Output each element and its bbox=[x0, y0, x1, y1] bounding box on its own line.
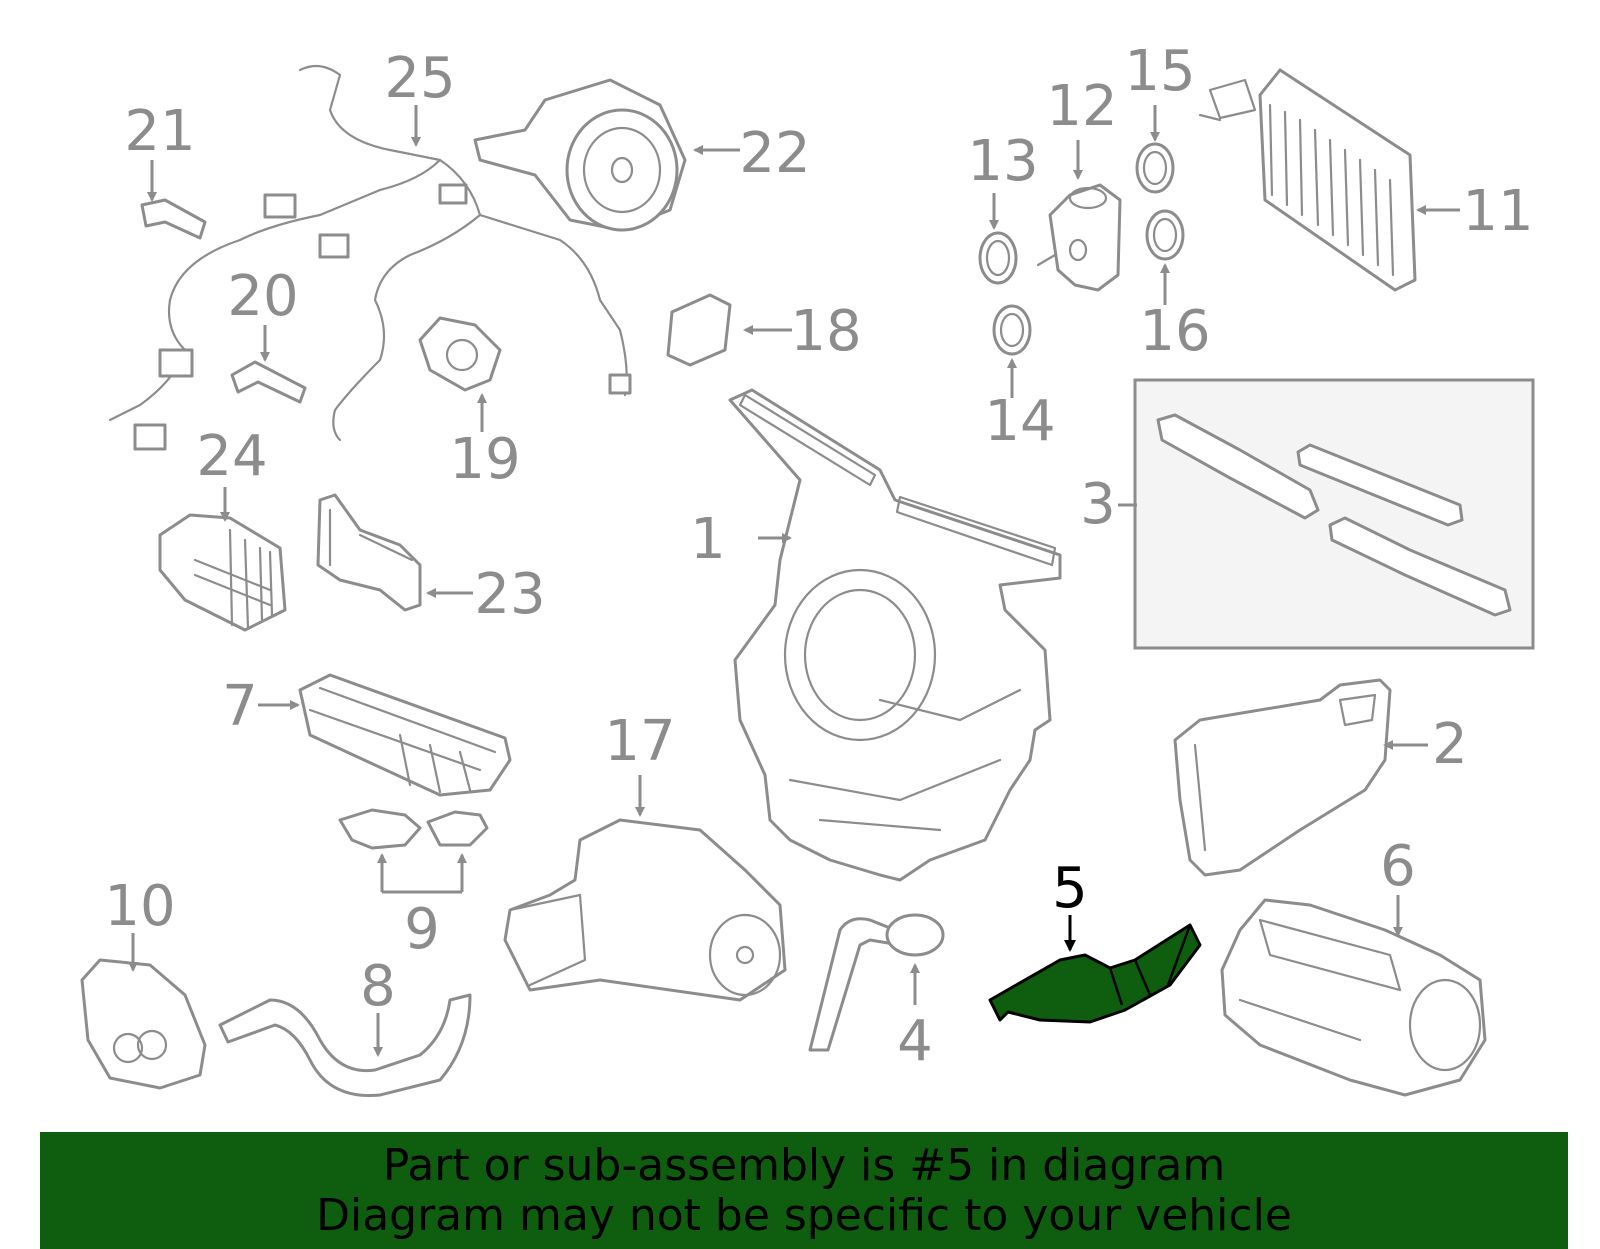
callout-19: 19 bbox=[449, 427, 520, 492]
banner-line-2: Diagram may not be specific to your vehi… bbox=[316, 1189, 1292, 1241]
callout-18: 18 bbox=[790, 299, 861, 364]
part-3-seal-kit[interactable] bbox=[1133, 378, 1535, 650]
callout-12: 12 bbox=[1046, 74, 1117, 139]
part-21-clip[interactable] bbox=[140, 198, 207, 240]
callout-2: 2 bbox=[1432, 712, 1468, 777]
callout-16: 16 bbox=[1139, 299, 1210, 364]
callout-4: 4 bbox=[897, 1009, 933, 1074]
callout-13: 13 bbox=[967, 129, 1038, 194]
callout-1: 1 bbox=[690, 507, 726, 572]
part-17-housing[interactable] bbox=[503, 818, 787, 1002]
part-19-connector[interactable] bbox=[418, 316, 502, 392]
callout-17: 17 bbox=[604, 709, 675, 774]
part-15-seal[interactable] bbox=[1135, 142, 1175, 194]
callout-3: 3 bbox=[1080, 472, 1116, 537]
part-1-hvac-case[interactable] bbox=[728, 388, 1062, 882]
callout-10: 10 bbox=[104, 874, 175, 939]
info-banner: Part or sub-assembly is #5 in diagram Di… bbox=[40, 1132, 1568, 1249]
part-4-drain[interactable] bbox=[808, 913, 945, 1052]
callout-leaders bbox=[128, 105, 1460, 1057]
callout-24: 24 bbox=[196, 424, 267, 489]
part-12-expansion-valve[interactable] bbox=[1036, 183, 1122, 292]
part-11-evaporator[interactable] bbox=[1198, 68, 1417, 292]
callout-7: 7 bbox=[222, 674, 258, 739]
part-20-clip[interactable] bbox=[230, 360, 307, 404]
part-22-blower-motor[interactable] bbox=[473, 78, 687, 232]
part-9-clips[interactable] bbox=[338, 808, 489, 850]
callout-23: 23 bbox=[474, 562, 545, 627]
callout-21: 21 bbox=[124, 99, 195, 164]
part-8-tube[interactable] bbox=[218, 993, 472, 1098]
callout-15: 15 bbox=[1124, 39, 1195, 104]
callout-20: 20 bbox=[227, 264, 298, 329]
part-14-seal[interactable] bbox=[992, 304, 1032, 356]
callout-8: 8 bbox=[360, 954, 396, 1019]
part-13-seal[interactable] bbox=[978, 231, 1018, 285]
part-23-sensor[interactable] bbox=[316, 493, 422, 612]
part-16-seal[interactable] bbox=[1145, 209, 1185, 261]
part-10-cover[interactable] bbox=[80, 958, 207, 1090]
callout-5-highlighted: 5 bbox=[1052, 856, 1088, 921]
part-6-housing[interactable] bbox=[1220, 898, 1487, 1097]
callout-numbers: 1 2 3 4 5 6 7 8 9 10 11 12 13 14 15 16 1… bbox=[104, 39, 1533, 1074]
banner-line-1: Part or sub-assembly is #5 in diagram bbox=[382, 1139, 1226, 1191]
part-25-wiring-harness[interactable] bbox=[108, 64, 632, 451]
part-18-module[interactable] bbox=[666, 293, 732, 367]
callout-22: 22 bbox=[739, 121, 810, 186]
callout-14: 14 bbox=[984, 389, 1055, 454]
callout-11: 11 bbox=[1462, 179, 1533, 244]
part-24-actuator[interactable] bbox=[158, 513, 287, 632]
callout-9: 9 bbox=[404, 897, 440, 962]
part-7-heater-core[interactable] bbox=[298, 673, 512, 797]
part-5-duct-highlighted[interactable] bbox=[988, 923, 1202, 1024]
callout-6: 6 bbox=[1380, 834, 1416, 899]
part-2-cover[interactable] bbox=[1173, 678, 1392, 877]
callout-25: 25 bbox=[384, 46, 455, 111]
